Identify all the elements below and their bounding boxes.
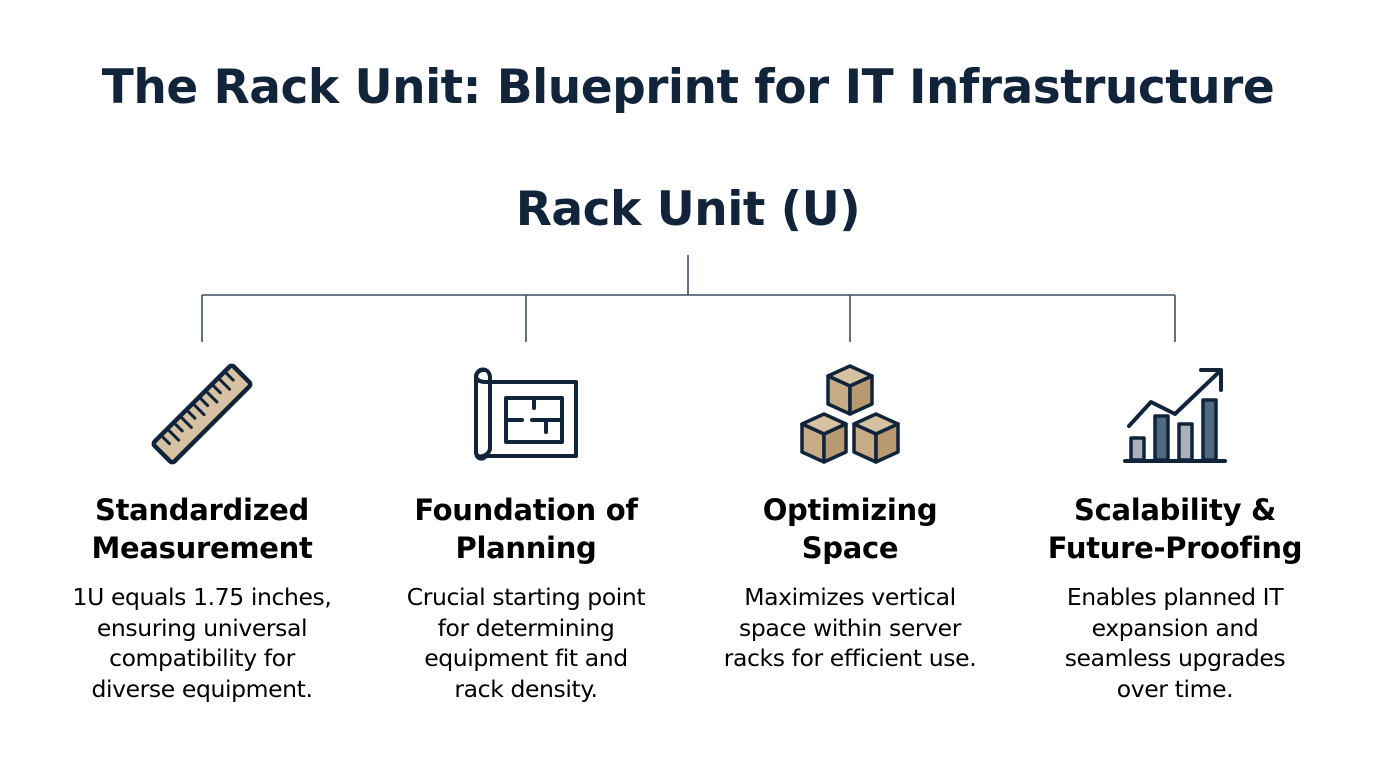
branch-heading-optimizing-space: Optimizing Space <box>762 493 938 565</box>
branch-heading-scalability-future-proofing: Scalability & Future-Proofing <box>1047 493 1303 565</box>
root-node-label: Rack Unit (U) <box>515 182 861 237</box>
growth-chart-icon <box>1123 368 1227 463</box>
boxes-icon <box>800 364 900 464</box>
branch-description-scalability-future-proofing: Enables planned IT expansion and seamles… <box>1064 583 1286 703</box>
branch-heading-foundation-of-planning: Foundation of Planning <box>414 493 638 565</box>
ruler-icon <box>151 363 253 465</box>
branch-heading-standardized-measurement: Standardized Measurement <box>91 493 313 565</box>
blueprint-icon <box>474 367 578 461</box>
branch-description-foundation-of-planning: Crucial starting point for determining e… <box>406 583 646 703</box>
branch-description-optimizing-space: Maximizes vertical space within server r… <box>723 583 977 672</box>
branch-description-standardized-measurement: 1U equals 1.75 inches, ensuring universa… <box>72 583 332 703</box>
page-title: The Rack Unit: Blueprint for IT Infrastr… <box>101 60 1275 115</box>
